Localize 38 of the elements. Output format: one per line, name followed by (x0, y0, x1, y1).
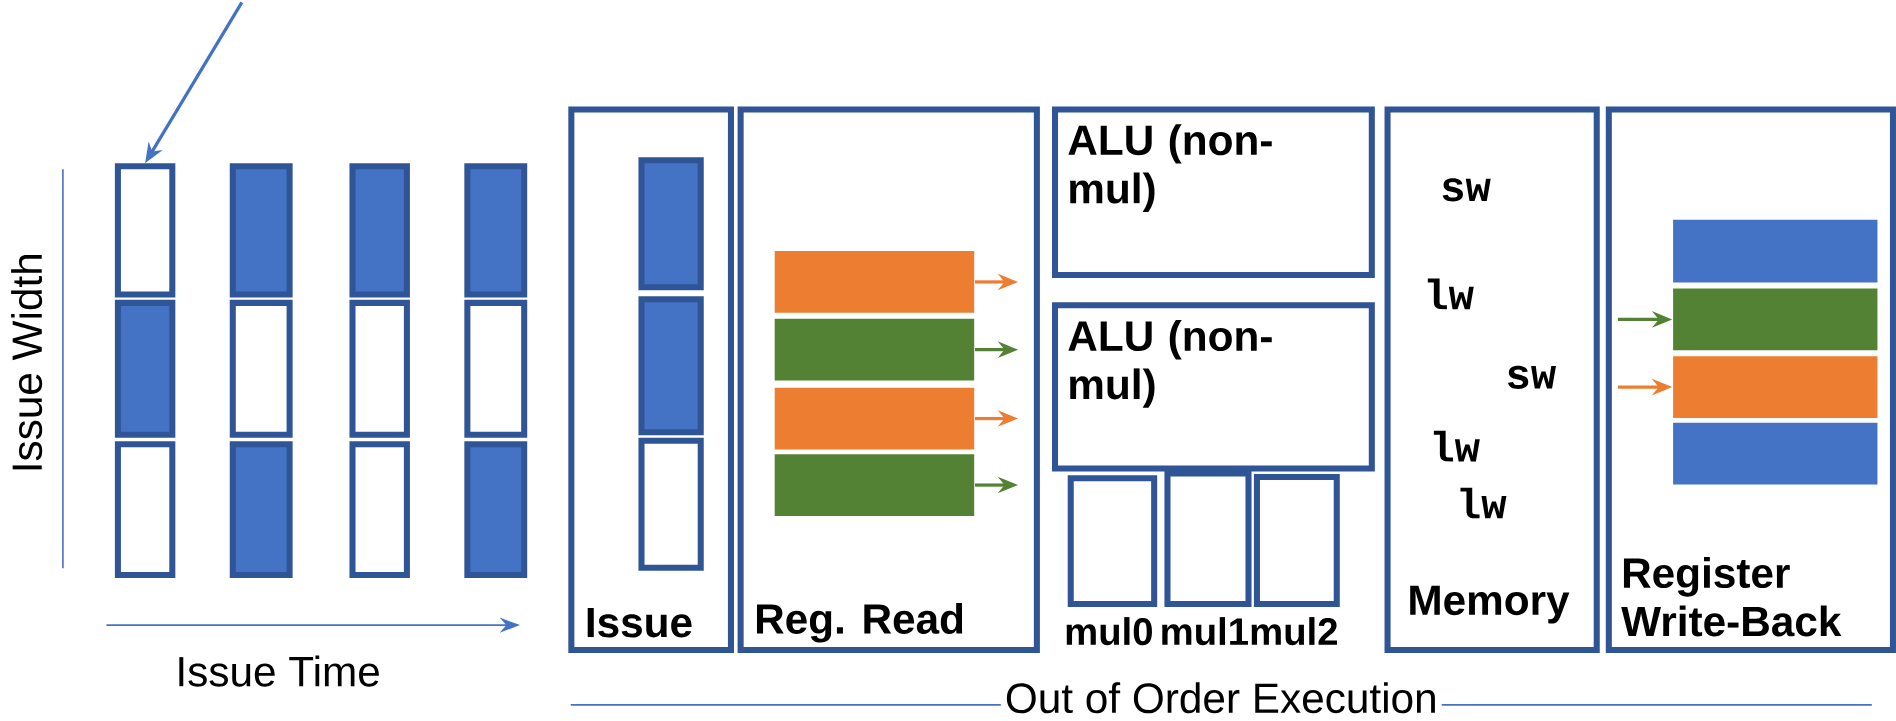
alu-box: ALU (non-mul) (1052, 106, 1375, 279)
axis-label: Issue Time (179, 655, 379, 687)
bar (1673, 422, 1878, 485)
slot-box (349, 163, 410, 298)
slot-box (114, 163, 176, 298)
slot-box (638, 157, 704, 291)
bar (1673, 219, 1878, 283)
stage-box: Issue (568, 106, 734, 654)
bar (774, 318, 975, 381)
bar (774, 387, 975, 450)
slot-box (114, 441, 176, 579)
slot-box (638, 296, 704, 436)
alu-box: ALU (non-mul) (1052, 302, 1375, 472)
node-label: mul2 (1251, 617, 1338, 646)
multiplier-box: mul1 (1162, 470, 1252, 646)
node-label: mul0 (1066, 617, 1152, 646)
slot-box (114, 300, 176, 438)
multiplier-box: mul2 (1251, 474, 1340, 646)
stage-box: Register Write-Back (1605, 106, 1896, 654)
slot-box (464, 300, 528, 438)
node-label: mul1 (1162, 617, 1248, 646)
bar (774, 454, 975, 517)
slot-box (349, 441, 410, 579)
bar (1673, 356, 1878, 419)
bar (774, 251, 975, 313)
slot-box (464, 163, 528, 298)
section-label: Out of Order Execution (1000, 678, 1442, 718)
slot-box (349, 300, 410, 438)
slot-box (229, 441, 293, 579)
slot-box (638, 437, 704, 571)
slot-box (229, 163, 293, 298)
bar (1673, 288, 1878, 351)
stage-box: Reg. Read (737, 106, 1040, 654)
slot-box (229, 300, 293, 438)
multiplier-box: mul0 (1066, 475, 1158, 646)
axis-label: Issue Width (11, 255, 43, 470)
memory-box: sw lw sw lw lw Memory (1384, 106, 1600, 654)
slot-box (464, 441, 528, 579)
